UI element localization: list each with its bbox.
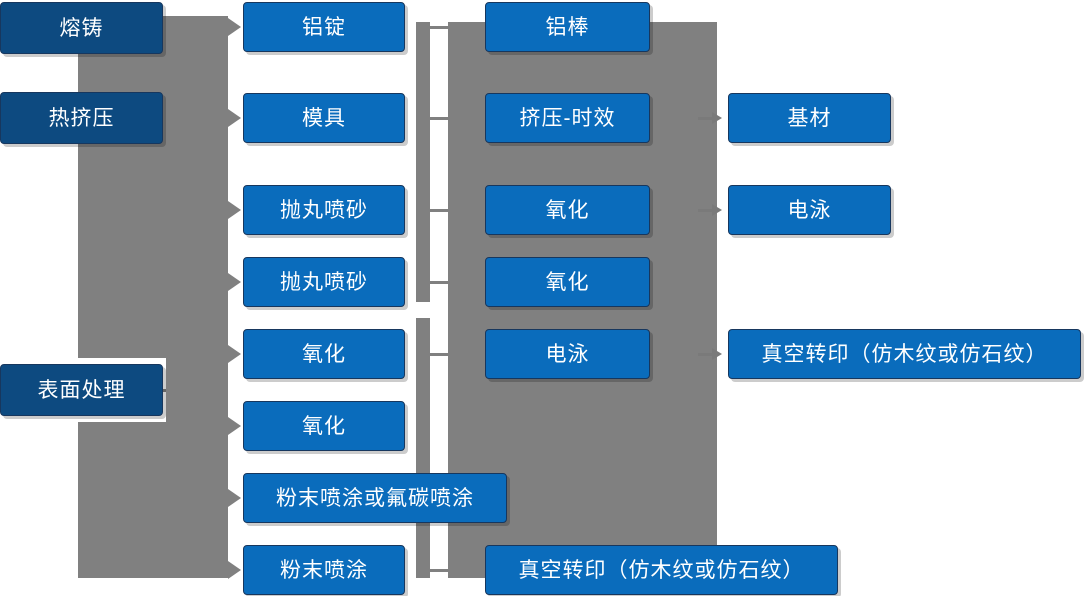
stage-arrow-8 [228, 561, 241, 579]
step-shot-blast-2[interactable]: 抛丸喷砂 [243, 257, 405, 307]
step-electrophoresis-2[interactable]: 电泳 [728, 185, 891, 235]
pair-tick-3 [430, 209, 448, 212]
step-vacuum-transfer-bottom[interactable]: 真空转印（仿木纹或仿石纹） [485, 545, 838, 595]
stage-arrow-7 [228, 489, 241, 507]
pair-tick-1 [430, 26, 448, 29]
stage-surface-link [163, 389, 193, 392]
step-oxidation-1[interactable]: 氧化 [243, 329, 405, 379]
step-powder-or-fluorocarbon-coating[interactable]: 粉末喷涂或氟碳喷涂 [243, 473, 507, 523]
stage-arrow-1 [228, 18, 241, 36]
pair-tick-6 [430, 569, 448, 572]
step-aluminum-ingot[interactable]: 铝锭 [243, 2, 405, 52]
stage-surface-treatment[interactable]: 表面处理 [0, 364, 163, 416]
pairing-thin-bar-upper [416, 22, 430, 302]
step-base-material[interactable]: 基材 [728, 93, 891, 143]
pairing-thin-bar-lower [416, 318, 430, 578]
stage-arrow-4 [228, 273, 241, 291]
step-oxidation-3[interactable]: 氧化 [485, 185, 650, 235]
stage-arrow-2 [228, 109, 241, 127]
stage-arrow-6 [228, 417, 241, 435]
output-arrow-electrophoresis [698, 204, 722, 216]
step-mold[interactable]: 模具 [243, 93, 405, 143]
step-electrophoresis-1[interactable]: 电泳 [485, 329, 650, 379]
pair-tick-2 [430, 117, 448, 120]
step-shot-blast-1[interactable]: 抛丸喷砂 [243, 185, 405, 235]
pair-tick-4 [430, 281, 448, 284]
step-extrusion-aging[interactable]: 挤压-时效 [485, 93, 650, 143]
step-oxidation-2[interactable]: 氧化 [243, 401, 405, 451]
output-arrow-base-material [698, 112, 722, 124]
pair-tick-5 [430, 353, 448, 356]
stage-melt-cast[interactable]: 熔铸 [0, 2, 163, 54]
stage-arrow-3 [228, 201, 241, 219]
output-arrow-vacuum-transfer [698, 348, 722, 360]
step-vacuum-transfer[interactable]: 真空转印（仿木纹或仿石纹） [728, 329, 1081, 379]
stage-hot-extrude[interactable]: 热挤压 [0, 92, 163, 144]
step-oxidation-4[interactable]: 氧化 [485, 257, 650, 307]
step-powder-coating[interactable]: 粉末喷涂 [243, 545, 405, 595]
stage-arrow-5 [228, 345, 241, 363]
step-aluminum-bar[interactable]: 铝棒 [485, 2, 650, 52]
